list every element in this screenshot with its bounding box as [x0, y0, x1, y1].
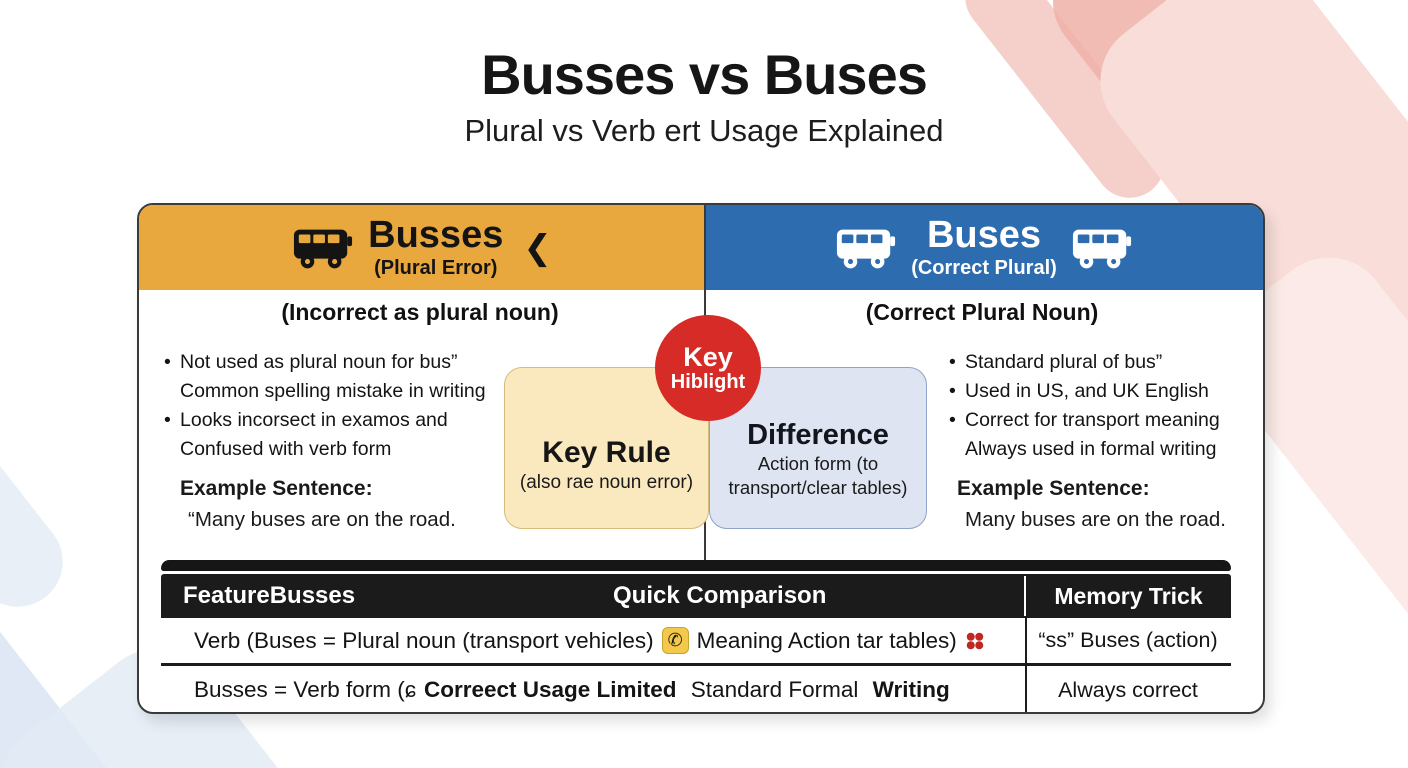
- table-body: Verb (Buses = Plural noun (transport veh…: [161, 618, 1231, 712]
- comparison-card: Busses (Plural Error) ❮: [137, 203, 1265, 714]
- busses-header: Busses (Plural Error) ❮: [139, 205, 705, 290]
- example-label: Example Sentence:: [957, 477, 1150, 500]
- table-row: Verb (Buses = Plural noun (transport veh…: [161, 618, 1231, 666]
- table-header-comparison: Quick Comparison: [613, 582, 827, 609]
- example-label: Example Sentence:: [180, 477, 373, 500]
- busses-example: Example Sentence: “Many buses are on the…: [180, 477, 456, 532]
- table-column-divider: [1025, 618, 1027, 663]
- clover-icon: [961, 627, 989, 654]
- bus-icon: [294, 229, 353, 268]
- busses-bullet-list: Not used as plural noun for bus” Common …: [162, 348, 532, 464]
- buses-header-title: Buses: [926, 214, 1042, 257]
- row-text: Meaning Action tar tables): [696, 627, 957, 653]
- table-header-row: FeatureBusses Quick Comparison Memory Tr…: [161, 574, 1231, 618]
- left-section-label: (Incorrect as plural noun): [281, 299, 559, 325]
- section-labels: (Incorrect as plural noun) (Correct Plur…: [139, 290, 1263, 326]
- buses-header: Buses (Correct Plural): [705, 205, 1263, 290]
- bus-icon: [837, 229, 896, 268]
- bullet-item: Standard plural of bus”: [947, 348, 1257, 377]
- busses-header-title: Busses: [368, 214, 504, 257]
- chevron-left-icon: ❮: [523, 228, 552, 267]
- quick-comparison-table: FeatureBusses Quick Comparison Memory Tr…: [161, 560, 1231, 712]
- bullet-item: Always used in formal writing: [965, 438, 1217, 460]
- table-cell-memory-trick: “ss” Buses (action): [1038, 628, 1218, 652]
- table-header-divider: [1024, 576, 1026, 616]
- bus-icon: [1072, 229, 1131, 268]
- bullet-item: Not used as plural noun for bus”: [162, 348, 532, 377]
- bullet-item: Common spelling mistake in writing: [180, 380, 486, 402]
- page-subtitle: Plural vs Verb ert Usage Explained: [464, 113, 944, 148]
- buses-example: Example Sentence: Many buses are on the …: [957, 477, 1226, 532]
- table-cell-comparison: Verb (Buses = Plural noun (transport veh…: [161, 627, 1025, 654]
- key-rule-box: Key Rule (also rae noun error): [504, 367, 709, 529]
- row-text: Busses = Verb form (ɕ: [194, 677, 416, 702]
- table-cell-comparison: Busses = Verb form (ɕ Correect Usage Limi…: [161, 677, 1025, 703]
- bullet-item: Confused with verb form: [180, 438, 392, 460]
- table-cell-memory-trick: Always correct: [1058, 677, 1198, 702]
- bullet-item: Correct for transport meaning: [947, 406, 1257, 435]
- key-rule-title: Key Rule: [542, 436, 671, 469]
- badge-line1: Key: [683, 342, 733, 373]
- table-header-feature: FeatureBusses: [183, 582, 356, 609]
- row-text: Standard Formal: [684, 677, 865, 702]
- busses-header-subtitle: (Plural Error): [374, 256, 498, 279]
- page-title: Busses vs Buses: [481, 43, 928, 106]
- difference-title: Difference: [747, 418, 889, 451]
- example-text: Many buses are on the road.: [965, 508, 1226, 531]
- table-row: Busses = Verb form (ɕ Correect Usage Limi…: [161, 666, 1231, 712]
- key-rule-subtitle: (also rae noun error): [519, 472, 694, 493]
- difference-line: Action form (to: [757, 452, 879, 474]
- row-text: Verb (Buses = Plural noun (transport veh…: [194, 627, 654, 653]
- bullet-item: Looks incorsect in examos and: [162, 406, 532, 435]
- bg-blue-streak: [0, 325, 81, 625]
- table-column-divider: [1025, 666, 1027, 712]
- key-highlight-badge: Key Hiblight: [655, 315, 761, 421]
- badge-line2: Hiblight: [670, 370, 746, 393]
- row-text-bold: Correect Usage Limited: [423, 677, 677, 702]
- table-top-strip: [161, 560, 1231, 571]
- example-text: “Many buses are on the road.: [188, 508, 456, 531]
- phone-icon: ✆: [661, 627, 689, 654]
- table-header-memory-trick: Memory Trick: [1054, 583, 1203, 609]
- bullet-item: Used in US, and UK English: [947, 377, 1257, 406]
- panel-headers: Busses (Plural Error) ❮: [139, 205, 1263, 290]
- row-text-bold: Writing: [872, 677, 950, 702]
- difference-line: transport/clear tables): [728, 476, 908, 498]
- right-section-label: (Correct Plural Noun): [865, 299, 1099, 325]
- buses-bullet-list: Standard plural of bus” Used in US, and …: [947, 348, 1257, 464]
- buses-header-subtitle: (Correct Plural): [911, 256, 1057, 279]
